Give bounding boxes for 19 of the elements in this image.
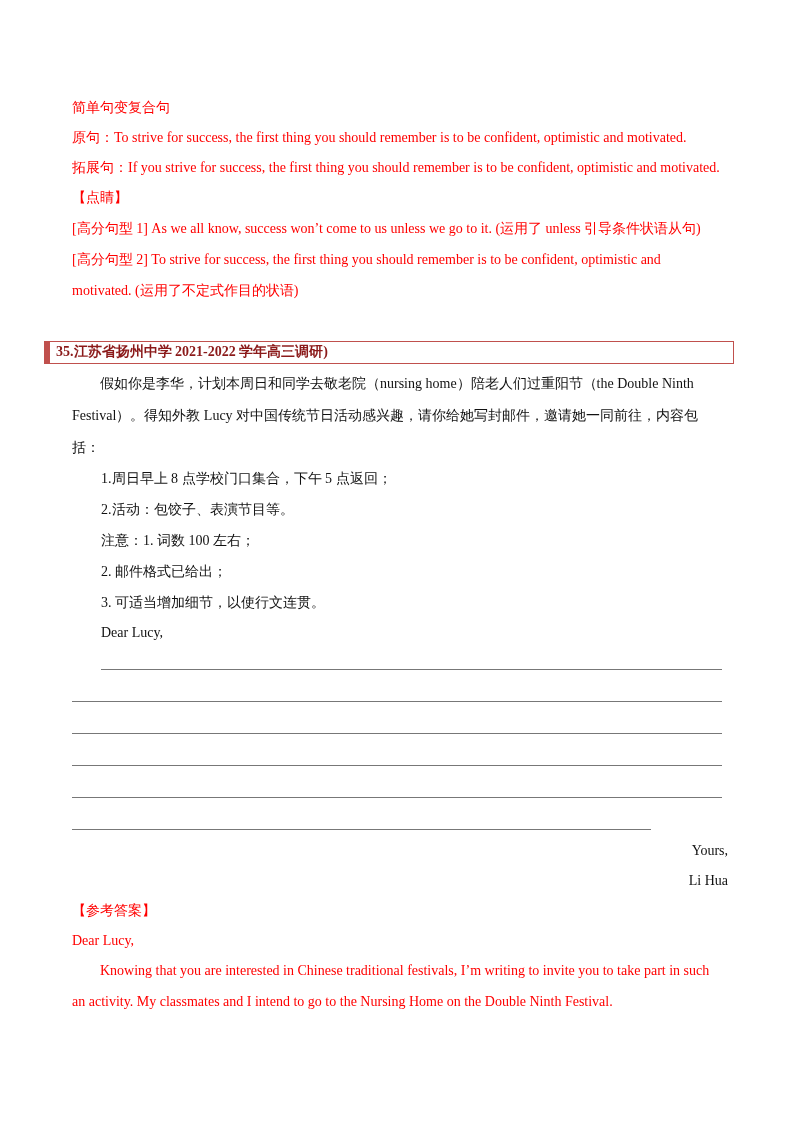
letter-greeting: Dear Lucy,	[72, 932, 136, 950]
section-heading: 简单句变复合句	[72, 99, 171, 117]
requirement-text: 1.周日早上 8 点学校门口集合，下午 5 点返回；	[101, 470, 393, 488]
answer-paragraph: Knowing that you are interested in Chinese traditional festivals, I’m writing to invite you to take part in such an activity. My classmates and I intend to go to the Nursing Home on the Double Ninth Festival.	[72, 962, 711, 1011]
sentence-text: [高分句型 2] To strive for success, the first thing you should remember is to be confident, optimistic and motivated. (运用了不定式作目的状语)	[72, 251, 662, 300]
heading-bar: 35.江苏省扬州中学 2021-2022 学年高三调研)	[44, 341, 734, 364]
letter-signature: Li Hua	[687, 872, 728, 890]
requirement-text: 2.活动：包饺子、表演节目等。	[101, 501, 295, 519]
sentence-text: 原句：To strive for success, the first thing you should remember is to be confident, optimistic and motivated.	[72, 129, 688, 147]
letter-closing: Yours,	[690, 842, 728, 860]
section-heading: 【点睛】	[72, 189, 129, 207]
sentence-text: [高分句型 1] As we all know, success won’t come to us unless we go to it. (运用了 unless 引导条件状语从句)	[72, 220, 702, 238]
note-text: 3. 可适当增加细节，以使行文连贯。	[101, 594, 326, 612]
note-text: 注意：1. 词数 100 左右；	[101, 532, 256, 550]
answer-heading: 【参考答案】	[72, 902, 157, 920]
letter-greeting: Dear Lucy,	[101, 624, 165, 642]
sentence-text: 拓展句：If you strive for success, the first thing you should remember is to be confident, optimistic and motivated.	[72, 159, 721, 177]
note-text: 2. 邮件格式已给出；	[101, 563, 228, 581]
task-paragraph: 假如你是李华，计划本周日和同学去敬老院（nursing home）陪老人们过重阳节（the Double Ninth Festival）。得知外教 Lucy 对中国传统节日活动感兴趣，请你给她写封邮件，邀请她一同前往，内容包括：	[72, 375, 700, 457]
